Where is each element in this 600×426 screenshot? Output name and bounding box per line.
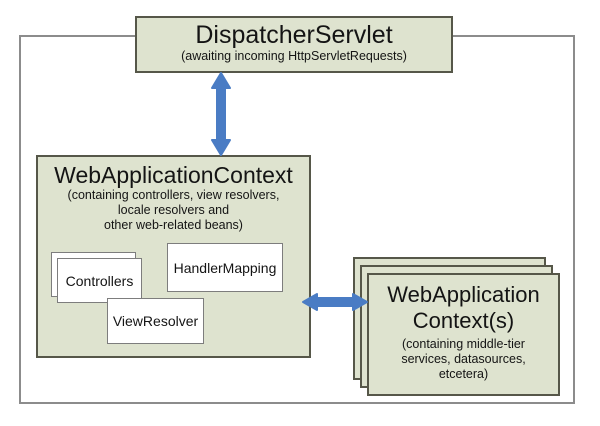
dispatcher-servlet-box: DispatcherServlet (awaiting incoming Htt…: [135, 16, 453, 73]
vertical-bidirectional-arrow-icon: [211, 72, 231, 156]
middle-tier-context-subtitle-line-2: services, datasources,: [401, 352, 526, 366]
middle-tier-context-title-line-2: Context(s): [412, 308, 515, 333]
middle-tier-context-subtitle-line-1: (containing middle-tier: [402, 337, 525, 351]
dispatcher-servlet-title: DispatcherServlet: [195, 21, 393, 49]
view-resolver-label: ViewResolver: [112, 313, 199, 329]
handler-mapping-label: HandlerMapping: [173, 259, 277, 276]
web-application-context-subtitle-line-1: (containing controllers, view resolvers,: [67, 188, 280, 202]
middle-tier-context-subtitle-line-3: etcetera): [438, 367, 489, 381]
controllers-label: Controllers: [65, 272, 134, 289]
middle-tier-context-title-line-1: WebApplication: [387, 282, 540, 307]
web-application-context-subtitle-line-2: locale resolvers and: [117, 203, 230, 217]
horizontal-bidirectional-arrow-icon: [302, 293, 368, 311]
web-application-context-subtitle-line-3: other web-related beans): [104, 218, 243, 232]
view-resolver-box: ViewResolver: [107, 298, 204, 344]
controllers-box: Controllers: [57, 258, 142, 303]
middle-tier-context-box: WebApplication Context(s) (containing mi…: [367, 273, 560, 396]
web-application-context-title: WebApplicationContext: [54, 162, 293, 188]
dispatcher-servlet-subtitle: (awaiting incoming HttpServletRequests): [181, 49, 407, 63]
handler-mapping-box: HandlerMapping: [167, 243, 283, 292]
